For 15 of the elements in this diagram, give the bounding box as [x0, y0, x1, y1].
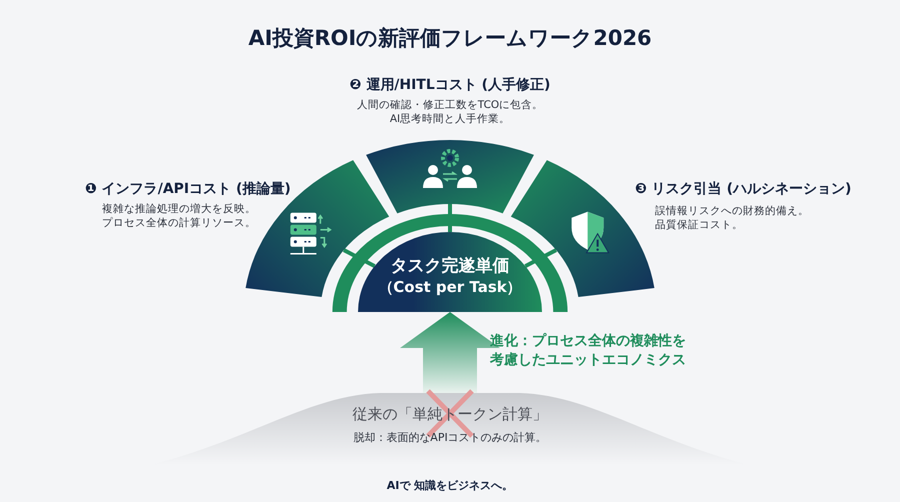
- heading: タスク完遂単価: [390, 255, 510, 277]
- heading: ❷ 運用/HITLコスト (人手修正): [348, 76, 552, 94]
- tagline: AIで 知識をビジネスへ。: [386, 478, 514, 493]
- description: 複雑な推論処理の増大を反映。プロセス全体の計算リソース。: [102, 202, 257, 230]
- description: 人間の確認・修正工数をTCOに包含。AI思考時間と人手作業。: [356, 98, 544, 126]
- arrow: [400, 312, 500, 393]
- title: AI投資ROIの新評価フレームワーク2026: [247, 25, 653, 52]
- heading: ❶ インフラ/APIコスト (推論量): [85, 180, 291, 198]
- edge-label: 進化：プロセス全体の複雑性を考慮したユニットエコノミクス: [490, 332, 687, 370]
- heading: 従来の「単純トークン計算」: [352, 405, 548, 424]
- description: 脱却：表面的なAPIコストのみの計算。: [352, 430, 548, 445]
- connector-line: [448, 204, 452, 232]
- subheading: （Cost per Task）: [377, 278, 523, 297]
- heading: ❸ リスク引当 (ハルシネーション): [635, 180, 852, 198]
- description: 誤情報リスクへの財務的備え。品質保証コスト。: [655, 204, 810, 232]
